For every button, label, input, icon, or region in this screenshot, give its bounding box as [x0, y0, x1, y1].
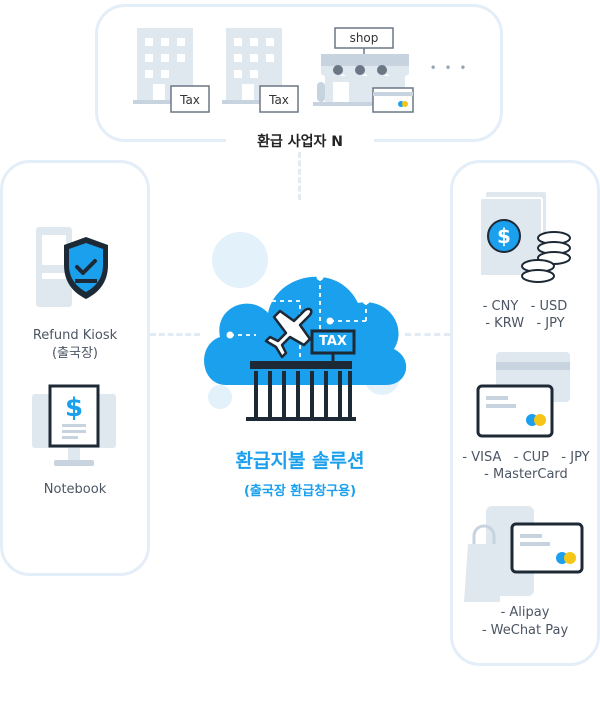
kiosk-shield-icon — [36, 227, 108, 307]
mobile-pay-list-1: - Alipay — [500, 605, 550, 620]
connector-top — [298, 152, 301, 200]
solution-subtitle: (출국장 환급창구용) — [243, 484, 357, 499]
kiosk-sublabel: (출국장) — [51, 346, 99, 361]
currency-icon: $ — [479, 192, 571, 283]
tax-sign: TAX — [319, 334, 347, 349]
svg-text:$: $ — [497, 224, 511, 248]
building-2-tag: Tax — [269, 93, 289, 107]
connector-right — [405, 333, 450, 336]
card-list-2: - MasterCard — [484, 467, 568, 482]
building-icon — [222, 28, 299, 113]
cloud-icon — [204, 232, 407, 421]
building-1-tag: Tax — [180, 93, 200, 107]
mobile-pay-list-2: - WeChat Pay — [481, 623, 569, 638]
more-indicator: • • • — [429, 61, 469, 75]
mobile-pay-icon — [464, 506, 584, 602]
connector-left — [150, 333, 200, 336]
currency-list-2: - KRW - JPY — [485, 316, 565, 331]
left-panel — [0, 160, 150, 576]
shop-sign: shop — [349, 31, 379, 45]
shop-icon — [313, 27, 414, 113]
notebook-icon: $ — [32, 384, 116, 466]
currency-list-1: - CNY - USD — [482, 299, 568, 314]
card-list-1: - VISA - CUP - JPY — [462, 450, 590, 465]
kiosk-label: Refund Kiosk — [32, 328, 118, 343]
card-icon — [476, 352, 570, 438]
solution-title: 환급지불 솔루션 — [235, 450, 365, 472]
top-title: 환급 사업자 N — [226, 131, 374, 151]
notebook-label: Notebook — [43, 482, 107, 497]
svg-text:$: $ — [65, 393, 83, 423]
building-icon — [133, 28, 210, 113]
